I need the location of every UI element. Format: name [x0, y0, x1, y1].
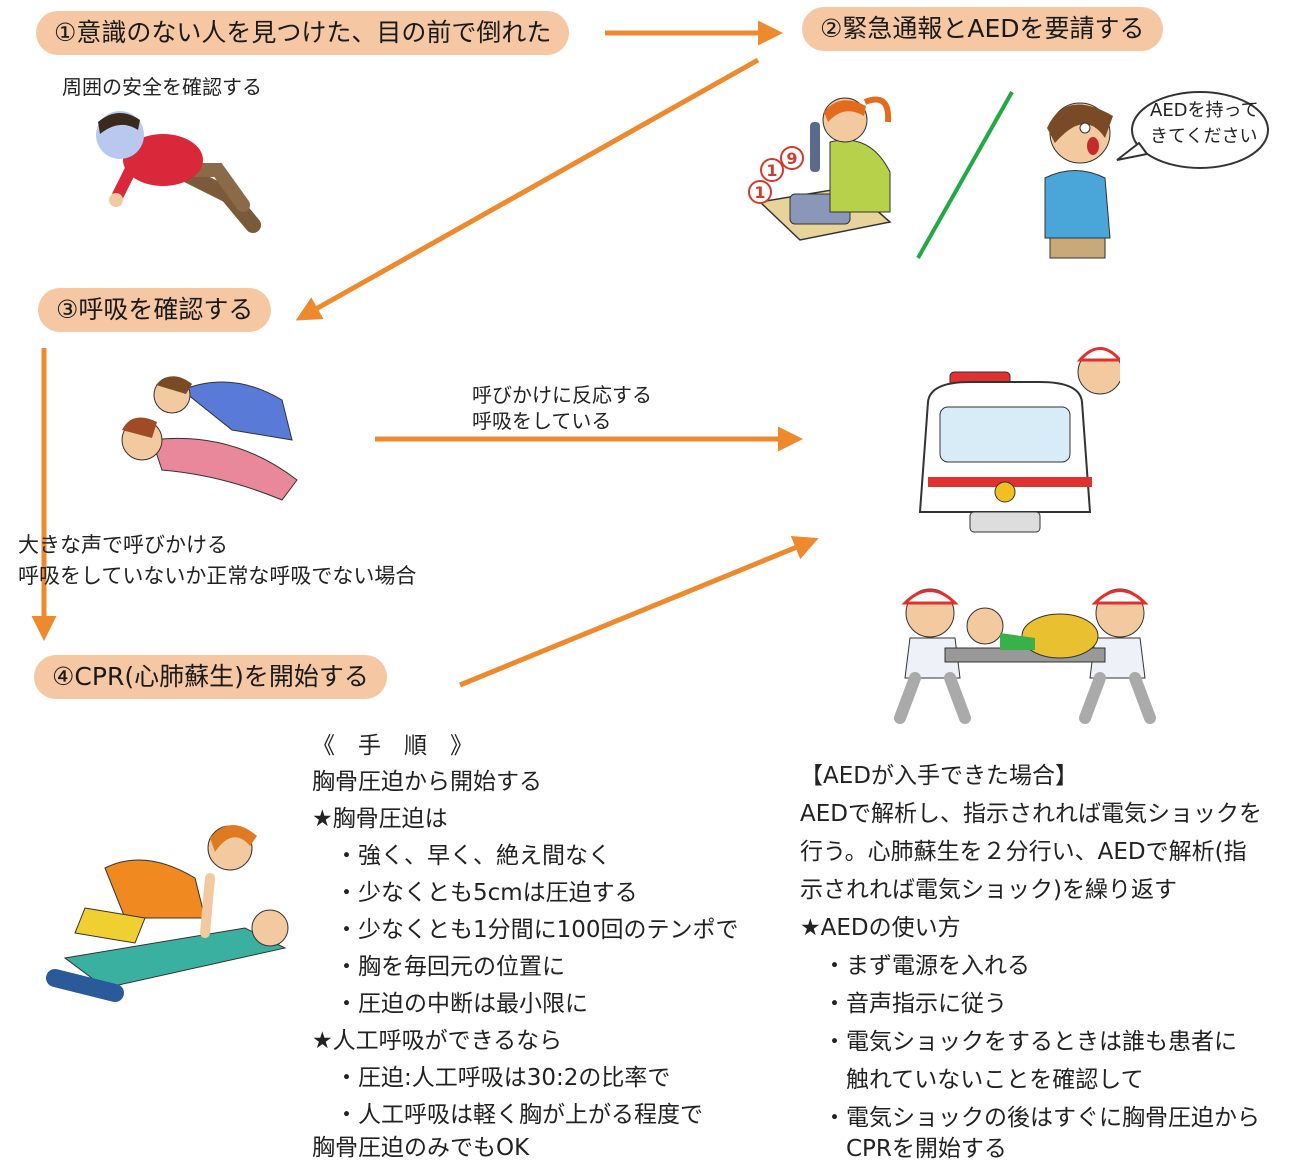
speech-bubble-text-2: きてください: [1150, 126, 1258, 147]
step-3-label: ③呼吸を確認する: [38, 288, 272, 332]
step-1-label: ①意識のない人を見つけた、目の前で倒れた: [36, 11, 570, 55]
speech-bubble: [1116, 91, 1269, 169]
phone-digit-9: 9: [786, 149, 797, 168]
stretcher-illustration: [894, 588, 1156, 724]
divider-line: [916, 91, 1014, 259]
procedure-line: ★人工呼吸ができるなら: [312, 1028, 563, 1054]
no-reaction-note-2: 呼吸をしていないか正常な呼吸でない場合: [18, 564, 417, 588]
procedure-title: 《 手 順 》: [312, 733, 473, 759]
aed-line: ・電気ショックの後はすぐに胸骨圧迫から: [800, 1105, 1260, 1131]
breathing-check-illustration: [121, 376, 298, 501]
procedure-line: ・圧迫:人工呼吸は30:2の比率で: [312, 1065, 671, 1091]
aed-heading: 【AEDが入手できた場合】: [800, 763, 1078, 789]
reaction-note-1: 呼びかけに反応する: [472, 383, 652, 407]
aed-line: CPRを開始する: [800, 1136, 1007, 1162]
procedure-line: ・少なくとも5cmは圧迫する: [312, 880, 638, 906]
cpr-illustration: [46, 824, 289, 1002]
step-2-label: ②緊急通報とAEDを要請する: [802, 7, 1163, 51]
arrow-2-to-3: [295, 57, 760, 321]
aed-line: 行う。心肺蘇生を２分行い、AEDで解析(指: [800, 839, 1247, 865]
aed-line: 触れていないことを確認して: [800, 1067, 1144, 1093]
aed-line: AEDで解析し、指示されれば電気ショックを: [800, 801, 1262, 827]
phone-digit-1a: 1: [754, 183, 765, 202]
procedure-line: ★胸骨圧迫は: [312, 806, 448, 832]
aed-line: ・まず電源を入れる: [800, 953, 1030, 979]
safety-note: 周囲の安全を確認する: [62, 75, 262, 99]
collapsed-person-illustration: [96, 111, 261, 233]
procedure-line: ・強く、早く、絶え間なく: [312, 843, 611, 869]
aed-line: ★AEDの使い方: [800, 915, 961, 941]
aed-line: ・電気ショックをするときは誰も患者に: [800, 1029, 1237, 1055]
no-reaction-note-1: 大きな声で呼びかける: [18, 533, 228, 557]
procedure-line: 胸骨圧迫から開始する: [312, 769, 542, 795]
procedure-line: ・人工呼吸は軽く胸が上がる程度で: [312, 1102, 703, 1128]
shouting-woman-illustration: [1044, 102, 1113, 259]
procedure-line: 胸骨圧迫のみでもOK: [312, 1135, 530, 1161]
reaction-note-2: 呼吸をしている: [472, 409, 612, 433]
aed-line: 示されれば電気ショック)を繰り返す: [800, 877, 1177, 903]
arrow-4-to-ambulance: [459, 536, 819, 688]
procedure-line: ・圧迫の中断は最小限に: [312, 991, 588, 1017]
phone-call-illustration: 1 1 9: [748, 96, 892, 241]
procedure-line: ・胸を毎回元の位置に: [312, 954, 565, 980]
procedure-line: ・少なくとも1分間に100回のテンポで: [312, 917, 739, 943]
ambulance-illustration: [918, 347, 1120, 533]
step-4-label: ④CPR(心肺蘇生)を開始する: [34, 655, 387, 699]
aed-line: ・音声指示に従う: [800, 991, 1007, 1017]
phone-digit-1b: 1: [766, 161, 777, 180]
speech-bubble-text-1: AEDを持って: [1150, 100, 1259, 121]
